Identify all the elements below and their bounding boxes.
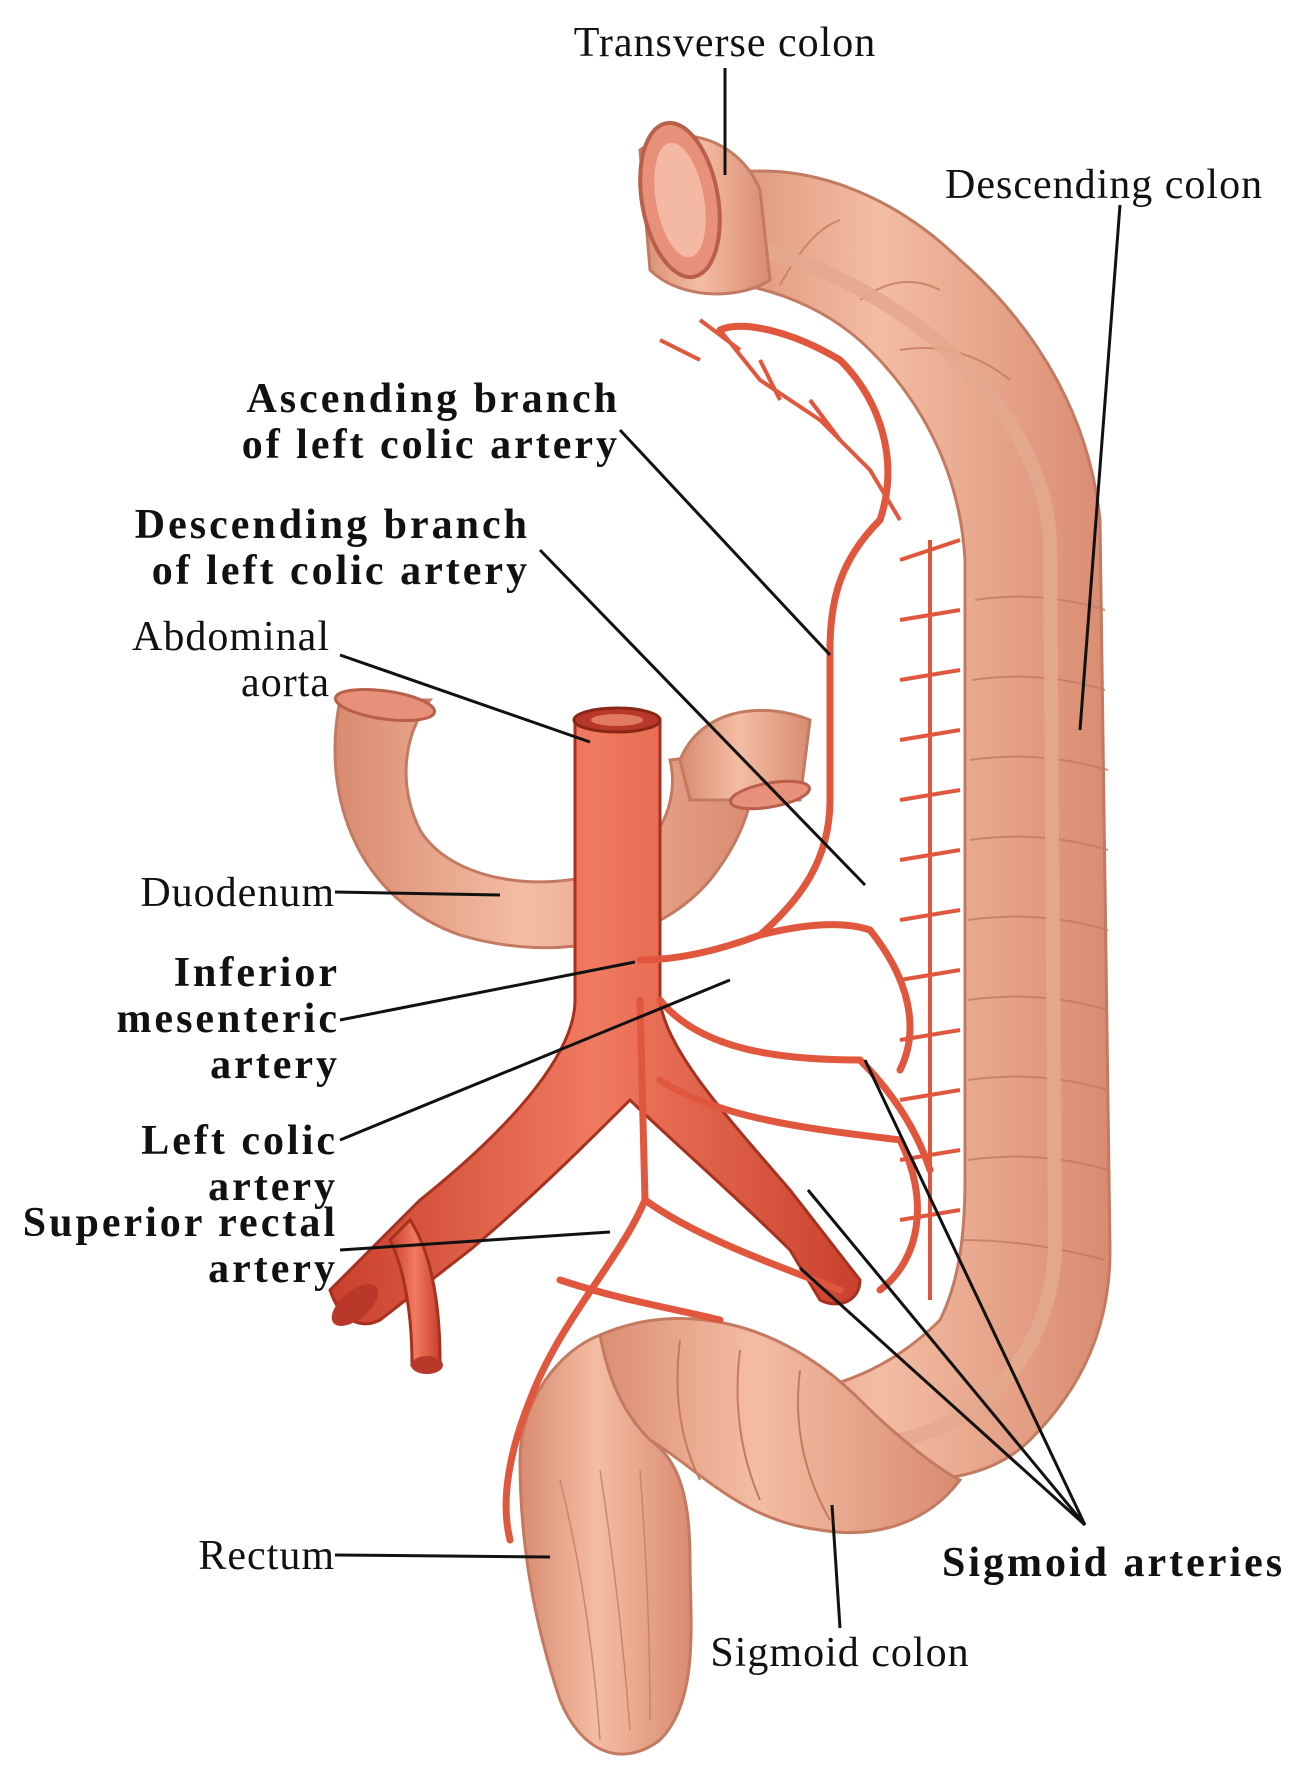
descending-colon-shape (690, 171, 1110, 1481)
label-ascending-branch: Ascending branch of left colic artery (180, 376, 620, 468)
label-left-colic-artery: Left colic artery (0, 1118, 338, 1210)
label-abdominal-aorta: Abdominal aorta (80, 614, 330, 706)
label-descending-branch: Descending branch of left colic artery (100, 502, 530, 594)
label-transverse-colon: Transverse colon (540, 20, 910, 66)
duodenum-shape (334, 684, 812, 948)
transverse-colon-shape (629, 117, 770, 294)
label-descending-colon: Descending colon (945, 162, 1294, 208)
label-superior-rectal-artery: Superior rectal artery (0, 1200, 338, 1292)
label-duodenum: Duodenum (80, 870, 335, 916)
label-rectum: Rectum (80, 1533, 335, 1579)
label-inferior-mesenteric-artery: Inferior mesenteric artery (60, 950, 340, 1088)
label-sigmoid-arteries: Sigmoid arteries (942, 1540, 1294, 1586)
label-sigmoid-colon: Sigmoid colon (680, 1630, 1000, 1676)
